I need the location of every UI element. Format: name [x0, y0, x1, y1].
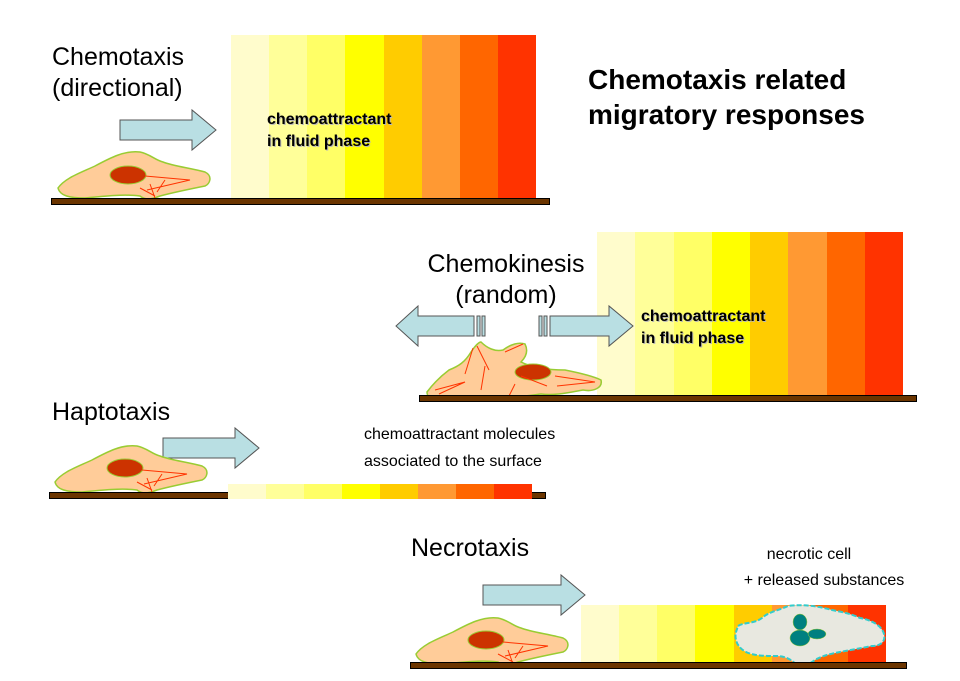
gradient-band-6: [421, 35, 460, 199]
chemokinesis-note-line-2: in fluid phase: [641, 330, 745, 347]
haptotaxis-note: chemoattractant molecules associated to …: [364, 421, 555, 475]
gradient-band-2: [266, 484, 304, 499]
gradient-band-5: [380, 484, 418, 499]
gradient-band-7: [459, 35, 498, 199]
chemokinesis-gradient: [597, 232, 903, 396]
chemotaxis-gradient: [231, 35, 536, 199]
chemotaxis-note-line-1: chemoattractant: [267, 111, 392, 128]
surface-substrate: [51, 198, 550, 205]
haptotaxis-surface-gradient: [228, 484, 532, 499]
necrotaxis-note: necrotic cell + released substances: [724, 542, 924, 594]
gradient-band-2: [269, 35, 308, 199]
chemotaxis-heading-line-2: (directional): [52, 74, 183, 102]
necrotic-cell: [734, 604, 886, 669]
gradient-band-3: [304, 484, 342, 499]
gradient-band-5: [383, 35, 422, 199]
gradient-band-7: [456, 484, 494, 499]
chemokinesis-heading: Chemokinesis (random): [416, 249, 596, 311]
gradient-band-1: [581, 605, 620, 663]
gradient-band-4: [711, 232, 750, 396]
necrotic-cell-body: [734, 604, 886, 669]
gradient-band-8: [494, 484, 532, 499]
gradient-band-8: [864, 232, 903, 396]
haptotaxis-note-line-1: chemoattractant molecules: [364, 426, 556, 443]
cell-body: [54, 444, 208, 494]
gradient-band-6: [788, 232, 827, 396]
cell-body: [57, 150, 211, 200]
chemotaxis-note: chemoattractant in fluid phase: [267, 109, 391, 153]
gradient-band-3: [307, 35, 346, 199]
necrotic-nucleus-fragment: [807, 628, 827, 640]
cell-nucleus: [106, 458, 144, 478]
gradient-band-4: [345, 35, 384, 199]
gradient-band-1: [228, 484, 266, 499]
cell-nucleus: [514, 363, 552, 381]
necrotic-nucleus-fragment: [792, 613, 808, 631]
right-arrow-icon: [162, 426, 260, 470]
haptotaxis-heading: Haptotaxis: [52, 398, 171, 426]
migrating-cell: [415, 616, 569, 666]
chemokinesis-heading-line-2: (random): [455, 281, 557, 309]
haptotaxis-note-line-2: associated to the surface: [364, 453, 542, 470]
necrotaxis-note-line-2: + released substances: [743, 572, 905, 589]
chemotaxis-note-line-2: in fluid phase: [267, 133, 371, 150]
gradient-band-7: [826, 232, 865, 396]
gradient-band-4: [695, 605, 734, 663]
chemokinesis-note: chemoattractant in fluid phase: [641, 306, 765, 350]
cell-body: [415, 616, 569, 666]
right-arrow-icon: [538, 304, 634, 348]
right-arrow-icon: [482, 573, 586, 617]
title-line-1: Chemotaxis related: [588, 64, 847, 95]
title-line-2: migratory responses: [588, 99, 865, 130]
gradient-band-8: [497, 35, 536, 199]
gradient-band-2: [635, 232, 674, 396]
chemotaxis-heading-line-1: Chemotaxis: [52, 43, 184, 71]
migrating-cell-spread: [426, 341, 602, 400]
chemokinesis-heading-line-1: Chemokinesis: [427, 250, 585, 278]
chemotaxis-heading: Chemotaxis (directional): [52, 42, 184, 104]
left-arrow-icon: [395, 304, 486, 348]
gradient-band-1: [231, 35, 270, 199]
diagram-title: Chemotaxis related migratory responses: [588, 62, 865, 132]
gradient-band-5: [750, 232, 789, 396]
gradient-band-2: [619, 605, 658, 663]
gradient-band-3: [657, 605, 696, 663]
surface-substrate: [419, 395, 917, 402]
gradient-band-4: [342, 484, 380, 499]
migrating-cell: [54, 444, 208, 494]
cell-nucleus: [467, 630, 505, 650]
necrotic-nucleus-fragment: [789, 629, 811, 647]
right-arrow-icon: [119, 108, 217, 152]
cell-nucleus: [109, 165, 147, 185]
surface-substrate: [410, 662, 907, 669]
gradient-band-6: [418, 484, 456, 499]
migrating-cell: [57, 150, 211, 200]
chemokinesis-note-line-1: chemoattractant: [641, 308, 766, 325]
gradient-band-3: [673, 232, 712, 396]
cell-body: [426, 341, 602, 400]
necrotaxis-heading: Necrotaxis: [411, 534, 530, 562]
necrotaxis-note-line-1: necrotic cell: [766, 546, 852, 563]
